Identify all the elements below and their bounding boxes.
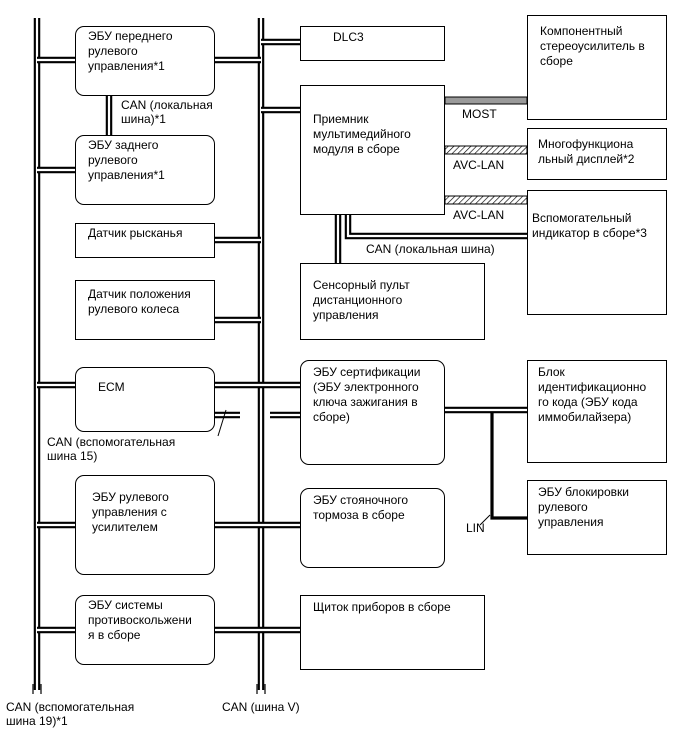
lin-bus: [490, 413, 527, 520]
avc-lan-label-2: AVC-LAN: [453, 208, 505, 222]
eps-ecu-box: ЭБУ рулевого управления с усилителем: [75, 475, 215, 575]
lin-leader: [479, 514, 491, 526]
can-local-bus-label-2: CAN (локальная шина): [366, 242, 495, 256]
can-sub-bus-15-label: CAN (вспомогательная шина 15): [47, 435, 176, 463]
avc-lan-bus-2: [444, 195, 528, 205]
skid-control-ecu-box: ЭБУ системы противоскольжени я в сборе: [75, 595, 215, 665]
avc-lan-bus-1: [444, 145, 528, 155]
multi-display-box: Многофункциона льный дисплей*2: [527, 128, 667, 180]
certification-ecu-box: ЭБУ сертификации (ЭБУ электронного ключа…: [300, 360, 445, 465]
touch-remote-box: Сенсорный пульт дистанционного управлени…: [300, 263, 485, 340]
can-bus-v-label: CAN (шина V): [222, 700, 300, 714]
rear-steering-ecu-box: ЭБУ заднего рулевого управления*1: [75, 135, 215, 205]
parking-brake-ecu-box: ЭБУ стояночного тормоза в сборе: [300, 488, 445, 568]
stereo-amplifier-box: Компонентный стереоусилитель в сборе: [527, 15, 667, 120]
sub15-leader: [217, 409, 227, 437]
most-bus: [444, 96, 528, 105]
aux-indicator-box: Вспомогательный индикатор в сборе*3: [527, 190, 667, 315]
yaw-sensor-box: Датчик рысканья: [75, 223, 215, 258]
avc-lan-label-1: AVC-LAN: [453, 158, 505, 172]
most-label: MOST: [462, 107, 497, 121]
multimedia-receiver-box: Приемник мультимедийного модуля в сборе: [300, 85, 445, 215]
steering-angle-sensor-box: Датчик положения рулевого колеса: [75, 280, 215, 340]
dlc3-box: DLC3: [300, 26, 445, 61]
ecm-box: ECM: [75, 367, 215, 432]
combination-meter-box: Щиток приборов в сборе: [300, 595, 485, 670]
can-sub-bus-19-label: CAN (вспомогательная шина 19)*1: [6, 700, 135, 728]
can-local-to-aux-indicator-gap: [346, 215, 527, 238]
steering-lock-ecu-box: ЭБУ блокировки рулевого управления: [527, 480, 667, 555]
front-steering-ecu-box: ЭБУ переднего рулевого управления*1: [75, 26, 215, 96]
can-local-bus-label: CAN (локальная шина)*1: [121, 98, 213, 126]
id-code-box: Блок идентификационно го кода (ЭБУ кода …: [527, 360, 667, 463]
lin-label: LIN: [466, 521, 485, 535]
